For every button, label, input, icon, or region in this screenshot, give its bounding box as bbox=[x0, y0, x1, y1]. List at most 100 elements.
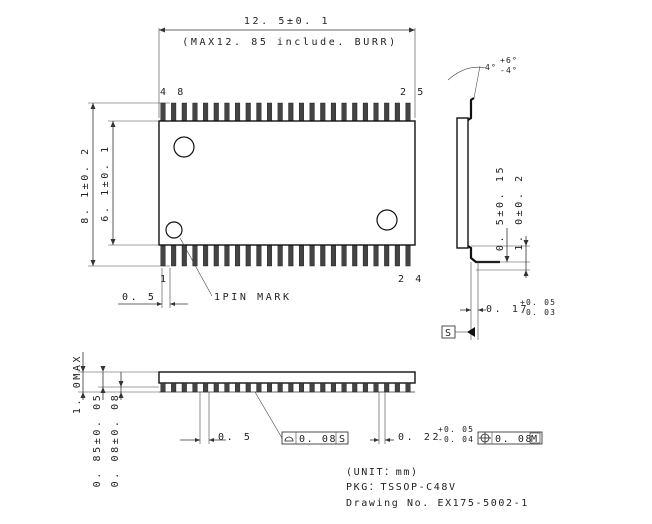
marker-circle-lower bbox=[376, 209, 398, 231]
front-pin bbox=[245, 382, 251, 393]
lead-width-plus: +0. 05 bbox=[438, 425, 474, 434]
top-pin bbox=[213, 102, 219, 123]
bottom-pin bbox=[320, 243, 326, 267]
package-body-front bbox=[158, 371, 416, 384]
pin1-mark-label: 1PIN MARK bbox=[214, 292, 292, 303]
top-pin bbox=[352, 102, 358, 123]
datum-label: S bbox=[445, 328, 451, 339]
top-pin bbox=[362, 102, 368, 123]
front-view: 1. 0MAX 0. 85±0. 05 0. 08±0. 08 0. 5 0. … bbox=[72, 352, 543, 488]
pin-label-1: 1 bbox=[160, 274, 169, 285]
front-pin bbox=[277, 382, 283, 393]
top-pin bbox=[341, 102, 347, 123]
front-pin bbox=[298, 382, 304, 393]
width-note: (MAX12. 85 include. BURR) bbox=[182, 37, 398, 48]
bottom-pin bbox=[384, 243, 390, 267]
pin-label-25: 2 5 bbox=[400, 87, 426, 98]
front-pin bbox=[213, 382, 219, 393]
marker-circle-upper bbox=[173, 136, 195, 158]
bottom-pin bbox=[256, 243, 262, 267]
bottom-pin bbox=[373, 243, 379, 267]
bottom-pin bbox=[277, 243, 283, 267]
front-pin bbox=[309, 382, 315, 393]
angle-main: 4° bbox=[485, 63, 497, 72]
top-view: 12. 5±0. 1 (MAX12. 85 include. BURR) 4 8… bbox=[80, 16, 426, 308]
bottom-pin bbox=[160, 243, 166, 267]
top-pin bbox=[235, 102, 241, 123]
foot-dim: 1. 0±0. 2 bbox=[514, 173, 525, 251]
max-height-dim: 1. 0MAX bbox=[72, 354, 83, 414]
top-pin bbox=[256, 102, 262, 123]
bottom-pin bbox=[203, 243, 209, 267]
top-pin bbox=[171, 102, 177, 123]
bottom-pin bbox=[298, 243, 304, 267]
front-pin bbox=[373, 382, 379, 393]
flatness-frame bbox=[281, 431, 349, 445]
bottom-pin bbox=[352, 243, 358, 267]
height-body-dim: 6. 1±0. 1 bbox=[100, 144, 111, 222]
angle-minus: -4° bbox=[500, 66, 518, 75]
top-pin bbox=[160, 102, 166, 123]
top-pins-upper bbox=[160, 102, 411, 123]
top-pin bbox=[298, 102, 304, 123]
front-pin bbox=[320, 382, 326, 393]
front-pin bbox=[192, 382, 198, 393]
top-pins-lower bbox=[160, 243, 411, 267]
upper-lead bbox=[467, 97, 475, 121]
bottom-pin bbox=[341, 243, 347, 267]
bottom-pin bbox=[171, 243, 177, 267]
front-pin bbox=[256, 382, 262, 393]
top-pin bbox=[203, 102, 209, 123]
drawing-no-note: Drawing No. EX175-5002-1 bbox=[346, 498, 529, 509]
pin-label-48: 4 8 bbox=[160, 87, 186, 98]
front-pin bbox=[224, 382, 230, 393]
bottom-pin bbox=[267, 243, 273, 267]
body-height-dim: 0. 85±0. 05 bbox=[92, 393, 103, 488]
lead-width-minus: -0. 04 bbox=[438, 435, 474, 444]
package-body-side bbox=[456, 117, 469, 249]
front-pin bbox=[394, 382, 400, 393]
front-pin bbox=[171, 382, 177, 393]
top-pin bbox=[192, 102, 198, 123]
top-pin bbox=[277, 102, 283, 123]
front-pin bbox=[384, 382, 390, 393]
bottom-pin bbox=[235, 243, 241, 267]
front-pin bbox=[203, 382, 209, 393]
top-pin bbox=[181, 102, 187, 123]
pitch-dim-top: 0. 5 bbox=[122, 292, 156, 303]
position-icon bbox=[479, 432, 491, 444]
package-body-top bbox=[158, 120, 416, 246]
front-pin bbox=[288, 382, 294, 393]
bottom-pin bbox=[181, 243, 187, 267]
notes: (UNIT：mm) PKG：TSSOP-C48V Drawing No. EX1… bbox=[346, 467, 529, 509]
thickness-main: 0. 17 bbox=[486, 304, 529, 315]
thickness-plus: +0. 05 bbox=[520, 298, 556, 307]
top-pin bbox=[330, 102, 336, 123]
top-pin bbox=[224, 102, 230, 123]
top-pin bbox=[405, 102, 411, 123]
side-view: 4° +6° -4° 0. 5±0. 15 1. 0±0. 2 0. 17 +0… bbox=[441, 56, 556, 340]
standoff-dim: 0. 08±0. 08 bbox=[110, 393, 121, 488]
front-pin bbox=[341, 382, 347, 393]
lead-length-dim: 0. 5±0. 15 bbox=[495, 165, 506, 251]
bottom-pin bbox=[394, 243, 400, 267]
height-outer-dim: 8. 1±0. 2 bbox=[80, 146, 91, 224]
top-pin bbox=[267, 102, 273, 123]
front-pin bbox=[235, 382, 241, 393]
bottom-pin bbox=[309, 243, 315, 267]
front-pin bbox=[352, 382, 358, 393]
top-pin bbox=[320, 102, 326, 123]
bottom-pin bbox=[362, 243, 368, 267]
angle-plus: +6° bbox=[500, 56, 518, 65]
width-dim: 12. 5±0. 1 bbox=[244, 16, 330, 27]
bottom-pin bbox=[245, 243, 251, 267]
front-pin bbox=[181, 382, 187, 393]
bottom-pin bbox=[405, 243, 411, 267]
top-pin bbox=[288, 102, 294, 123]
top-pin bbox=[245, 102, 251, 123]
front-pins bbox=[160, 382, 411, 393]
flatness-datum: S bbox=[339, 434, 345, 445]
top-pin bbox=[373, 102, 379, 123]
bottom-pin bbox=[288, 243, 294, 267]
